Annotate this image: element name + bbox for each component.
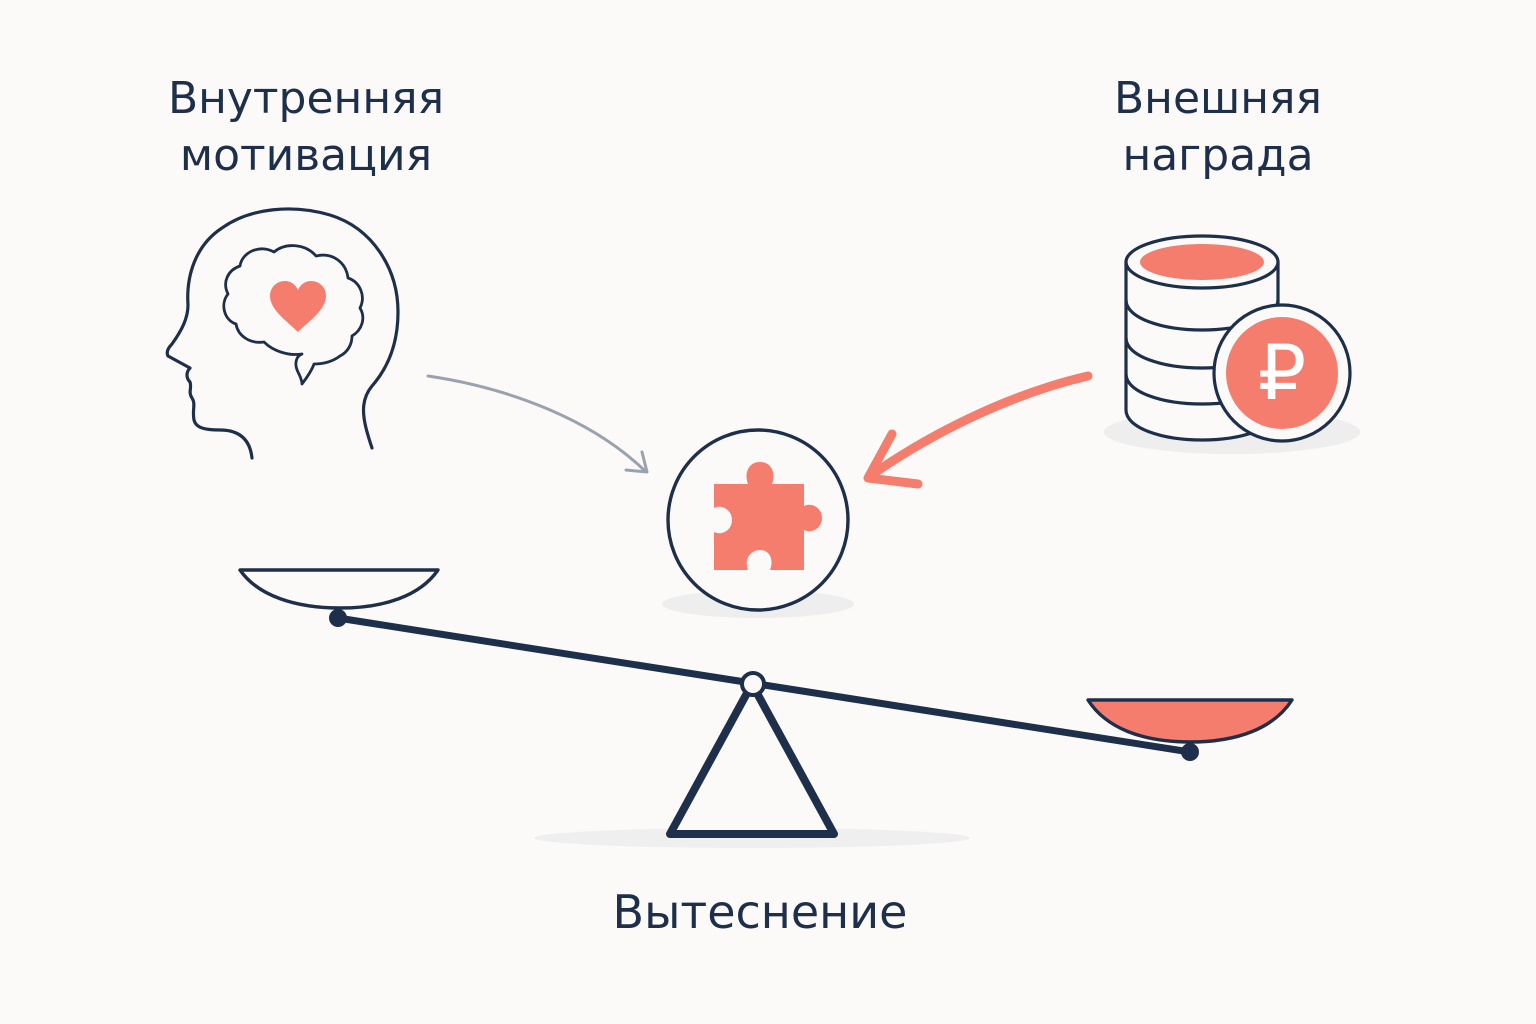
intrinsic-label-line1: Внутренняя [168, 73, 444, 124]
coin-stack-icon: ₽ [1104, 234, 1360, 454]
intrinsic-motivation-label: Внутренняя мотивация [168, 73, 444, 181]
seesaw-balance-icon [238, 568, 1294, 848]
extrinsic-reward-label: Внешняя награда [1114, 73, 1322, 181]
crowding-out-caption: Вытеснение [613, 885, 908, 939]
intrinsic-label-line2: мотивация [180, 130, 432, 181]
ruble-symbol: ₽ [1258, 328, 1306, 417]
extrinsic-arrow [863, 371, 1093, 489]
left-scale-pan [238, 568, 440, 627]
extrinsic-label-line2: награда [1122, 130, 1313, 181]
extrinsic-label-line1: Внешняя [1114, 73, 1322, 124]
intrinsic-arrow [426, 374, 649, 474]
head-with-heart-icon [165, 207, 400, 460]
puzzle-piece-icon [662, 428, 854, 618]
right-scale-pan [1086, 698, 1294, 761]
